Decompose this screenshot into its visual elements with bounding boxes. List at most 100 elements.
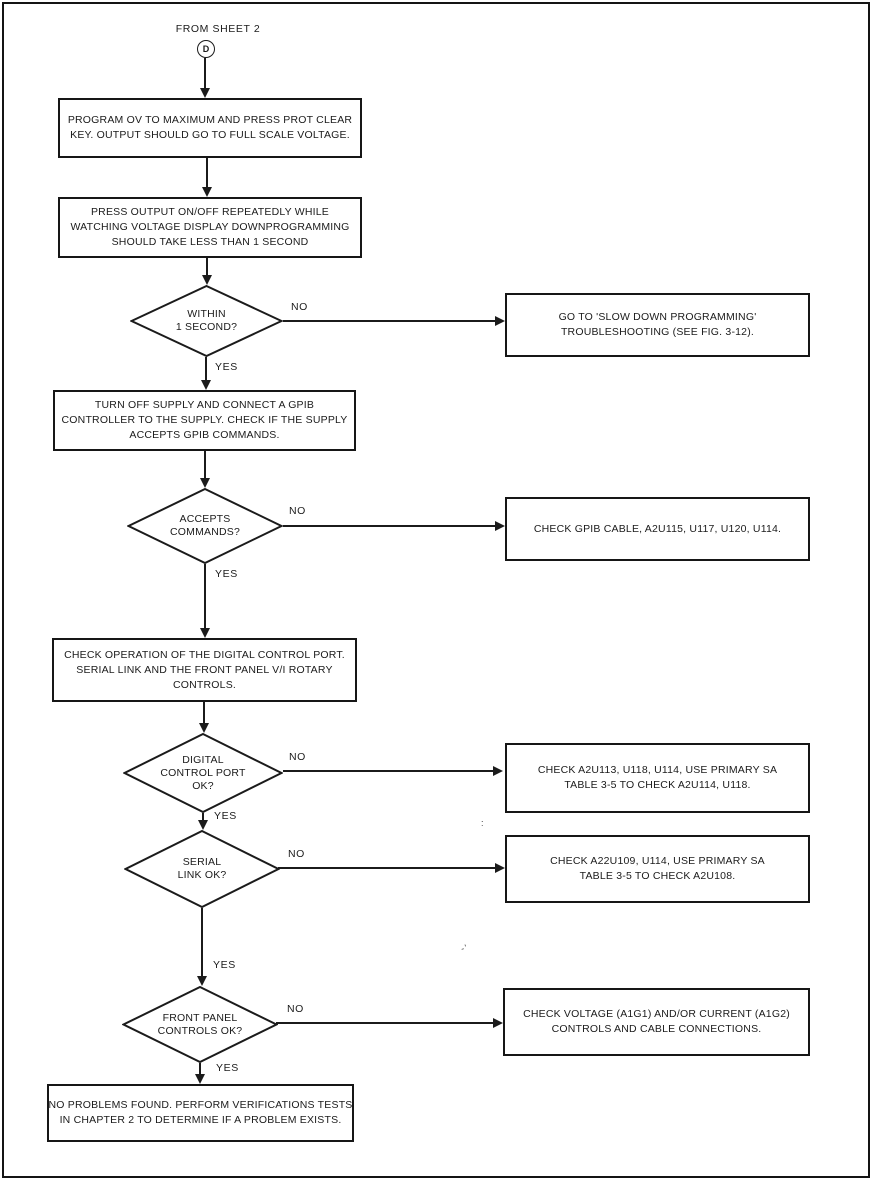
action-slow-down-programming: GO TO 'SLOW DOWN PROGRAMMING' TROUBLESHO… [505, 293, 810, 357]
text-line: CONTROLS OK? [157, 1024, 243, 1037]
action-check-a22u109: CHECK A22U109, U114, USE PRIMARY SA TABL… [505, 835, 810, 903]
arrow-head-down [202, 187, 212, 197]
arrow-head-down [202, 275, 212, 285]
arrow-head-right [493, 1018, 503, 1028]
label-yes: YES [214, 810, 237, 822]
arrow-head-down [199, 723, 209, 733]
label-no: NO [287, 1003, 304, 1015]
from-sheet-label: FROM SHEET 2 [175, 23, 261, 35]
arrow-head-down [201, 380, 211, 390]
connector-line [206, 258, 208, 276]
text-line: CONTROLLER TO THE SUPPLY. CHECK IF THE S… [61, 414, 348, 426]
action-check-voltage-controls: CHECK VOLTAGE (A1G1) AND/OR CURRENT (A1G… [503, 988, 810, 1056]
arrow-head-down [195, 1074, 205, 1084]
process-press-output: PRESS OUTPUT ON/OFF REPEATEDLY WHILE WAT… [58, 197, 362, 258]
text-line: TURN OFF SUPPLY AND CONNECT A GPIB [94, 399, 315, 411]
connector-line [283, 770, 494, 772]
action-check-a2u113: CHECK A2U113, U118, U114, USE PRIMARY SA… [505, 743, 810, 813]
text-line: IN CHAPTER 2 TO DETERMINE IF A PROBLEM E… [59, 1114, 342, 1126]
connector-line [278, 867, 497, 869]
process-no-problems: NO PROBLEMS FOUND. PERFORM VERIFICATIONS… [47, 1084, 354, 1142]
label-no: NO [288, 848, 305, 860]
decision-text: ACCEPTS COMMANDS? [127, 488, 283, 564]
label-yes: YES [215, 568, 238, 580]
decision-front-panel: FRONT PANEL CONTROLS OK? [122, 986, 278, 1063]
label-no: NO [289, 505, 306, 517]
arrow-head-right [493, 766, 503, 776]
text-line: TROUBLESHOOTING (SEE FIG. 3-12). [560, 326, 755, 338]
decision-serial-link: SERIAL LINK OK? [124, 830, 280, 908]
connector-line [204, 451, 206, 478]
connector-line [283, 525, 497, 527]
text-line: CHECK A2U113, U118, U114, USE PRIMARY SA [537, 764, 778, 776]
connector-line [202, 813, 204, 821]
label-yes: YES [213, 959, 236, 971]
text-line: PRESS OUTPUT ON/OFF REPEATEDLY WHILE [90, 206, 330, 218]
arrow-head-down [200, 478, 210, 488]
text-line: TABLE 3-5 TO CHECK A2U114, U118. [564, 779, 751, 791]
arrow-head-right [495, 316, 505, 326]
decision-text: FRONT PANEL CONTROLS OK? [122, 986, 278, 1063]
decision-accepts-commands: ACCEPTS COMMANDS? [127, 488, 283, 564]
arrow-head-down [200, 88, 210, 98]
action-check-gpib-cable: CHECK GPIB CABLE, A2U115, U117, U120, U1… [505, 497, 810, 561]
connector-line [276, 1022, 495, 1024]
text-line: CONTROLS. [172, 678, 237, 691]
text-line: CONTROL PORT [160, 766, 246, 779]
label-yes: YES [216, 1062, 239, 1074]
text-line: ACCEPTS GPIB COMMANDS. [129, 429, 280, 441]
connector-letter: D [202, 44, 210, 54]
text-line: WATCHING VOLTAGE DISPLAY DOWNPROGRAMMING [70, 221, 350, 233]
arrow-head-down [200, 628, 210, 638]
text-line: NO PROBLEMS FOUND. PERFORM VERIFICATIONS… [48, 1099, 353, 1111]
arrow-head-right [495, 521, 505, 531]
diamond-shape [130, 285, 283, 357]
connector-line [201, 908, 203, 976]
text-line: WITHIN [187, 308, 226, 320]
connector-line [204, 564, 206, 628]
arrow-head-down [198, 820, 208, 830]
decision-within-1-second: WITHIN 1 SECOND? [130, 285, 283, 357]
text-line: CHECK OPERATION OF THE DIGITAL CONTROL P… [64, 648, 345, 661]
label-no: NO [291, 301, 308, 313]
text-line: GO TO 'SLOW DOWN PROGRAMMING' [558, 311, 757, 323]
connector-line [204, 58, 206, 89]
diamond-shape [124, 830, 280, 908]
connector-circle: D [197, 40, 215, 58]
text-line: SHOULD TAKE LESS THAN 1 SECOND [111, 236, 309, 248]
text-line: KEY. OUTPUT SHOULD GO TO FULL SCALE VOLT… [70, 129, 350, 141]
arrow-head-down [197, 976, 207, 986]
text-line: CONTROLS AND CABLE CONNECTIONS. [551, 1023, 762, 1035]
diamond-shape [123, 733, 283, 813]
process-turn-off-supply: TURN OFF SUPPLY AND CONNECT A GPIB CONTR… [53, 390, 356, 451]
text-line: OK? [192, 779, 214, 792]
text-line: DIGITAL [182, 753, 224, 766]
connector-line [283, 320, 497, 322]
text-line: TABLE 3-5 TO CHECK A2U108. [579, 870, 736, 882]
text-line: CHECK GPIB CABLE, A2U115, U117, U120, U1… [533, 522, 782, 535]
text-line: FRONT PANEL [162, 1011, 238, 1024]
decision-text: DIGITAL CONTROL PORT OK? [123, 733, 283, 813]
text-line: SERIAL LINK AND THE FRONT PANEL V/I ROTA… [76, 663, 333, 676]
decision-digital-control-port: DIGITAL CONTROL PORT OK? [123, 733, 283, 813]
text-line: 1 SECOND? [175, 321, 238, 333]
text-line: CHECK A22U109, U114, USE PRIMARY SA [550, 855, 765, 867]
text-line: CHECK VOLTAGE (A1G1) AND/OR CURRENT (A1G… [523, 1008, 790, 1020]
process-program-ov: PROGRAM OV TO MAXIMUM AND PRESS PROT CLE… [58, 98, 362, 158]
label-no: NO [289, 751, 306, 763]
connector-line [199, 1063, 201, 1074]
scan-artifact: : [481, 818, 485, 828]
text-line: PROGRAM OV TO MAXIMUM AND PRESS PROT CLE… [67, 114, 353, 126]
connector-line [205, 357, 207, 380]
process-check-operation: CHECK OPERATION OF THE DIGITAL CONTROL P… [52, 638, 357, 702]
label-yes: YES [215, 361, 238, 373]
connector-line [203, 702, 205, 723]
diamond-shape [122, 986, 278, 1063]
decision-text: WITHIN 1 SECOND? [130, 285, 283, 357]
decision-text: SERIAL LINK OK? [124, 830, 280, 908]
diamond-shape [127, 488, 283, 564]
text-line: ACCEPTS [179, 513, 231, 525]
text-line: COMMANDS? [169, 526, 241, 538]
